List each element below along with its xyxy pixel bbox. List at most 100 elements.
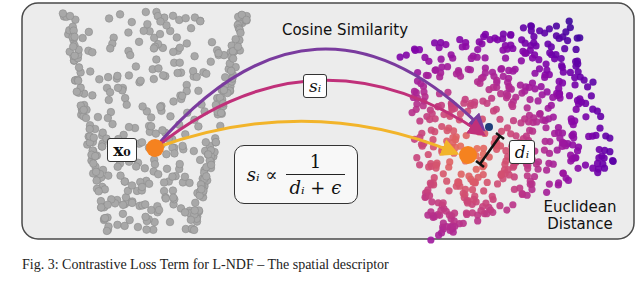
point [517,82,524,89]
point [66,12,74,20]
point [572,154,579,161]
symbol: x₀ [113,140,131,160]
point [567,24,574,31]
point [166,218,174,226]
point [525,118,532,125]
point [125,29,133,37]
point [572,46,579,53]
formula-lhs: sᵢ ∝ [247,164,278,185]
point [169,173,177,181]
point [546,180,553,187]
point [182,14,190,22]
point [589,106,596,113]
point [69,43,77,51]
point [535,56,542,63]
point [444,63,451,70]
point [498,171,505,178]
point [536,111,543,118]
point [524,104,531,111]
point [98,143,106,151]
figure-caption: Fig. 3: Contrastive Loss Term for L-NDF … [22,257,389,273]
point [123,101,131,109]
point [155,65,163,73]
point [195,123,203,131]
point [403,51,410,58]
point [465,66,472,73]
point [428,127,435,134]
point [162,195,170,203]
point [496,202,503,209]
point [154,170,162,178]
point [464,199,471,206]
point [157,18,165,26]
point [155,206,163,214]
point [566,92,573,99]
point [174,69,182,77]
point [125,123,133,131]
point [195,87,203,95]
point [480,187,487,194]
symbol-tag: sᵢ [303,74,327,98]
point [578,98,585,105]
point [546,25,553,32]
point [126,51,134,59]
point [207,58,215,66]
point [560,69,567,76]
point [105,15,113,23]
point [542,124,549,131]
point [493,77,500,84]
point [142,8,150,16]
point [187,216,195,224]
point [523,132,530,139]
point [141,201,149,209]
numerator: 1 [286,151,346,175]
target-point [459,146,477,164]
point [526,96,533,103]
point [536,65,543,72]
point [491,34,498,41]
point [520,24,527,31]
point [564,37,571,44]
point [426,116,433,123]
formula-box: sᵢ ∝1dᵢ + ϵ [234,145,359,204]
point [167,113,175,121]
point [542,60,549,67]
point [96,76,104,84]
point [427,208,434,215]
point [584,83,591,90]
point [91,152,99,160]
point [538,83,545,90]
point [190,226,198,234]
point [503,206,510,213]
point [208,38,216,46]
point [606,134,613,141]
annotation: Euclidean Distance [531,199,629,234]
point [568,115,575,122]
point [498,65,505,72]
point [555,85,562,92]
point [426,192,433,199]
point [191,199,199,207]
point [104,172,112,180]
point [569,141,576,148]
point [204,151,212,159]
point [474,217,481,224]
annotation: Cosine Similarity [279,22,411,39]
point [499,35,506,42]
point [433,162,440,169]
point [151,160,159,168]
point [98,204,106,212]
point [218,110,226,118]
point [527,181,534,188]
point [121,94,129,102]
point [565,177,572,184]
point [460,190,467,197]
point [548,102,555,109]
point [132,63,140,71]
point [413,154,420,161]
point [463,209,470,216]
point [117,172,125,180]
point [425,151,432,158]
point [545,115,552,122]
point [497,66,504,73]
